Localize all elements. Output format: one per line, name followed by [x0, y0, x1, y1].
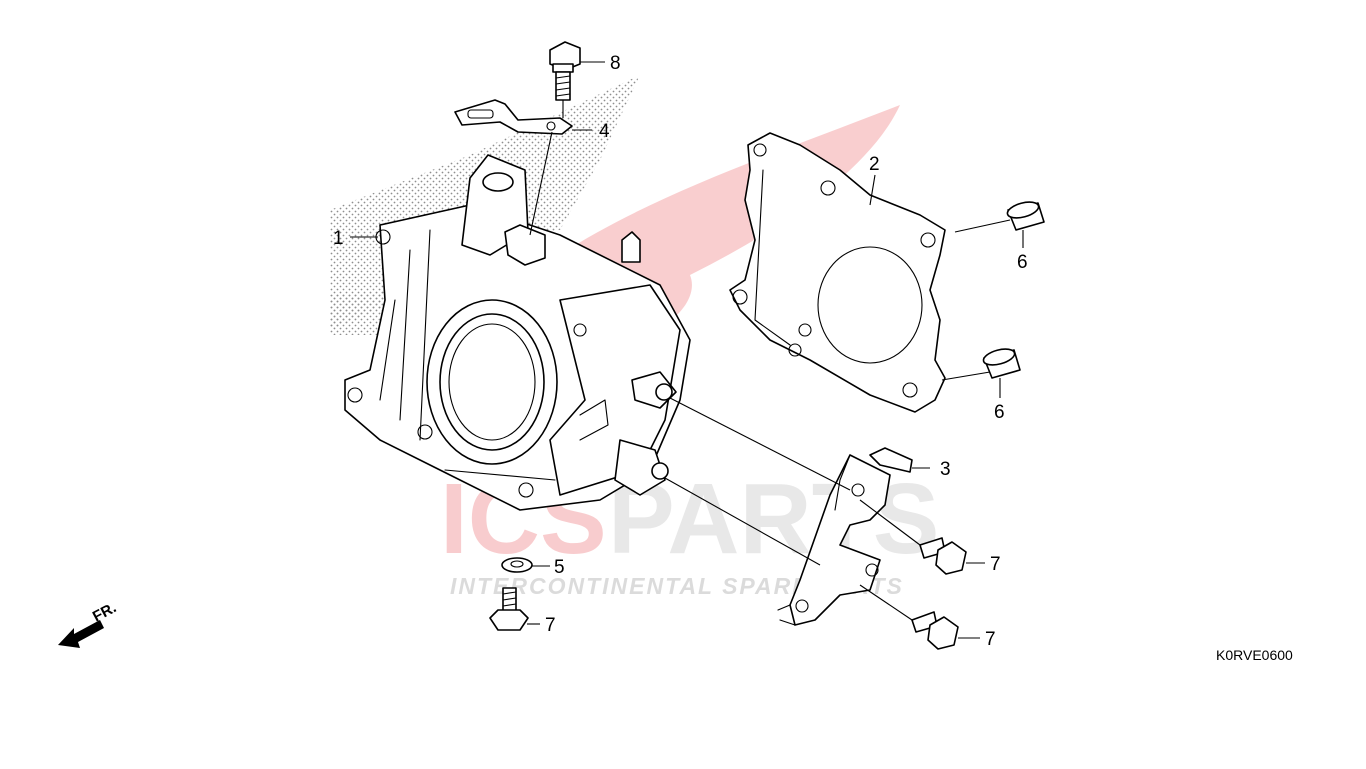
callout-8: 8 [610, 53, 621, 74]
front-direction-indicator: FR. [58, 599, 119, 648]
leader-lines [350, 61, 1024, 639]
part-mounting-bracket[interactable] [777, 454, 891, 626]
callout-7-right-lower: 7 [985, 629, 996, 650]
part-dowel-pin-lower[interactable] [982, 346, 1021, 379]
drawing-code: K0RVE0600 [1216, 647, 1293, 663]
part-bolt-lower-left[interactable] [489, 587, 529, 631]
part-dowel-pin-upper[interactable] [1006, 199, 1045, 231]
callout-6-upper: 6 [1017, 252, 1028, 273]
part-clip[interactable] [869, 447, 913, 473]
callout-2: 2 [869, 154, 880, 175]
part-cylinder[interactable] [344, 154, 691, 511]
callout-1: 1 [333, 228, 344, 249]
front-label: FR. [90, 599, 119, 625]
callout-6-lower: 6 [994, 402, 1005, 423]
part-bolt-right-lower[interactable] [911, 611, 959, 650]
part-gasket[interactable] [729, 132, 946, 413]
callout-7-right-upper: 7 [990, 554, 1001, 575]
part-washer[interactable] [501, 557, 533, 573]
part-bolt-top[interactable] [549, 41, 581, 101]
front-arrow-icon [58, 620, 104, 648]
part-bracket-plate[interactable] [454, 99, 573, 135]
callout-3: 3 [940, 459, 951, 480]
callout-labels: 1 2 3 4 5 6 6 7 7 7 8 [333, 53, 1028, 650]
callout-5: 5 [554, 557, 565, 578]
callout-7-left: 7 [545, 615, 556, 636]
callout-4: 4 [599, 121, 610, 142]
part-bolt-right-upper[interactable] [919, 537, 967, 575]
